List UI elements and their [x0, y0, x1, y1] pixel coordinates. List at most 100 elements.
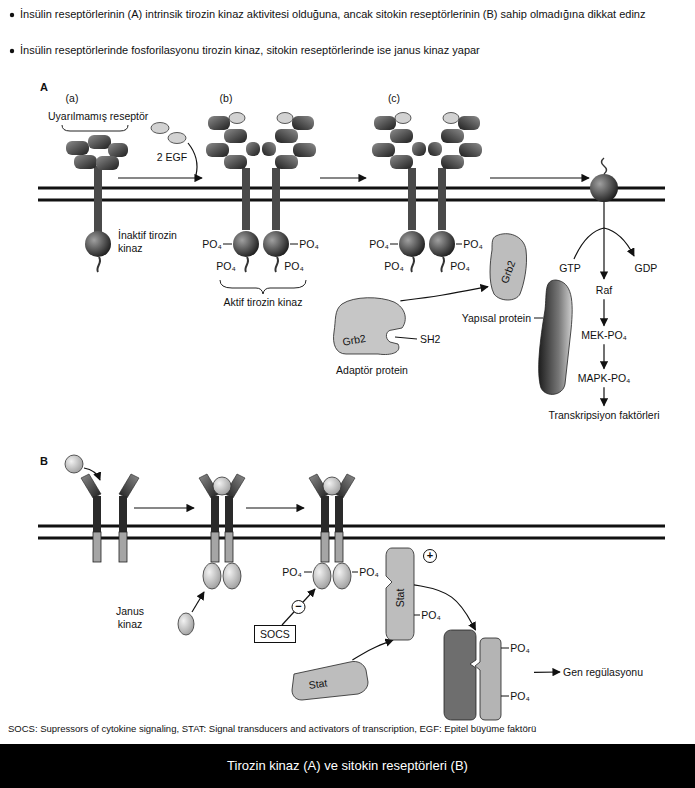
panel-sublabel: (c): [388, 92, 400, 105]
protein-shape: [444, 630, 476, 720]
part-label: GTP: [559, 262, 581, 275]
pathway-step: Raf: [593, 281, 615, 300]
arrow-line: [192, 592, 204, 612]
janus-kinase: [333, 563, 351, 589]
part-label: Uyarılmamış reseptör: [48, 110, 148, 123]
part-label: SH2: [420, 333, 440, 346]
egf-ligand: [168, 133, 186, 144]
node-text: PO₄: [510, 642, 529, 655]
egf-ligand: [151, 123, 169, 134]
pathway-step: Gen regülasyonu: [560, 663, 646, 682]
janus-kinase: [203, 563, 221, 589]
phosphate-label: PO₄: [463, 238, 482, 251]
ras-protein: [590, 174, 618, 202]
cytokine-ligand: [65, 455, 83, 473]
arrow-line: [246, 507, 304, 508]
membrane-line: [38, 525, 665, 528]
node-text: MAPK-PO₄: [578, 372, 631, 385]
scaffold-protein: [539, 280, 572, 394]
node-text: Transkripsiyon faktörleri: [548, 409, 659, 422]
panel-letter: A: [40, 81, 48, 94]
phosphate-bond: [390, 244, 398, 245]
egf-receptor: [206, 113, 260, 231]
arrow-line: [118, 177, 202, 178]
arrow-line: [320, 177, 366, 178]
phosphate-label: PO₄: [384, 260, 403, 273]
footnote: SOCS: Supressors of cytokine signaling, …: [8, 723, 536, 734]
pathway-step: MEK-PO₄: [578, 326, 630, 345]
phosphate-bond: [501, 696, 509, 697]
receptor-stem: [94, 166, 102, 232]
receptor-domain: [66, 141, 89, 155]
phosphate-label: PO₄: [284, 260, 303, 273]
arrow-connector: [603, 299, 604, 325]
stat-protein: Stat: [386, 548, 414, 640]
egf-receptor: [262, 113, 316, 231]
node-text: Stat: [394, 589, 407, 608]
active-kinase: [233, 231, 259, 272]
pathway-step: Transkripsiyon faktörleri: [545, 406, 662, 425]
phosphate-bond: [501, 648, 509, 649]
lipid-anchor: [602, 158, 607, 174]
stat-protein: Stat: [290, 660, 368, 700]
arrow-connector: [603, 387, 604, 405]
bracket: [220, 280, 306, 294]
phosphate-bond: [456, 244, 462, 245]
receptor-domain: [74, 155, 97, 169]
receptor-domain: [108, 143, 128, 157]
part-label: Aktif tirozin kinaz: [224, 296, 303, 309]
node-text: Gen regülasyonu: [563, 666, 643, 679]
arrow-line: [490, 177, 589, 178]
part-label: Adaptör protein: [336, 364, 408, 377]
note-text: İnsülin reseptörlerinde fosforilasyonu t…: [20, 44, 685, 58]
receptor-domain: [88, 135, 111, 149]
arrow-line: [603, 202, 604, 279]
egf-receptor: [428, 113, 482, 231]
minus-symbol-ring: [292, 601, 305, 614]
stat-dimer: PO₄ PO₄: [444, 630, 534, 720]
plus-symbol-ring: [424, 550, 437, 563]
node-text: SOCS: [260, 628, 290, 641]
receptor-domain: [96, 156, 119, 170]
janus-kinase: [223, 563, 241, 589]
bullet-dot: [10, 13, 14, 17]
note-text: İnsülin reseptörlerinin (A) intrinsik ti…: [20, 8, 685, 22]
minus-symbol: −: [295, 600, 301, 613]
socs-box: SOCS: [254, 625, 296, 644]
phosphate-label: PO₄: [202, 238, 221, 251]
arrow-connector: [400, 287, 488, 301]
panel-sublabel: (a): [66, 92, 79, 105]
figure-caption: Tirozin kinaz (A) ve sitokin reseptörler…: [227, 758, 468, 774]
part-label: 2 EGF: [157, 151, 187, 164]
node-text: PO₄: [510, 690, 529, 703]
plus-symbol: +: [427, 549, 433, 562]
membrane-line: [38, 537, 665, 540]
part-label: GDP: [635, 262, 658, 275]
pathway-step: MAPK-PO₄: [575, 369, 634, 388]
phosphate-label: PO₄: [282, 566, 301, 579]
node-text: Raf: [596, 284, 612, 297]
node-text: Stat: [308, 676, 328, 691]
phosphate-bond: [290, 244, 298, 245]
phosphate-label: PO₄: [421, 609, 440, 622]
phosphate-label: PO₄: [216, 260, 235, 273]
cytokine-ligand: [213, 477, 231, 495]
janus-kinase: [178, 613, 194, 635]
stat-protein-outline: [290, 660, 368, 700]
cytokine-receptor: [81, 474, 101, 562]
arrow-line: [134, 507, 194, 508]
phosphate-bond: [414, 615, 420, 616]
node-text: MEK-PO₄: [581, 329, 627, 342]
part-label: İnaktif tirozin kinaz: [118, 229, 182, 255]
gtp-gdp-arrow: [574, 228, 634, 259]
adaptor-protein: Grb2: [332, 296, 408, 356]
inhibition-arrow: [282, 589, 315, 625]
protein-shape: [334, 298, 406, 355]
membrane-line: [38, 199, 665, 202]
protein-shape: [475, 638, 501, 720]
bracket: [62, 125, 128, 131]
arrow-connector: [414, 585, 476, 630]
phosphate-label: PO₄: [359, 566, 378, 579]
egf-receptor: [372, 113, 426, 231]
